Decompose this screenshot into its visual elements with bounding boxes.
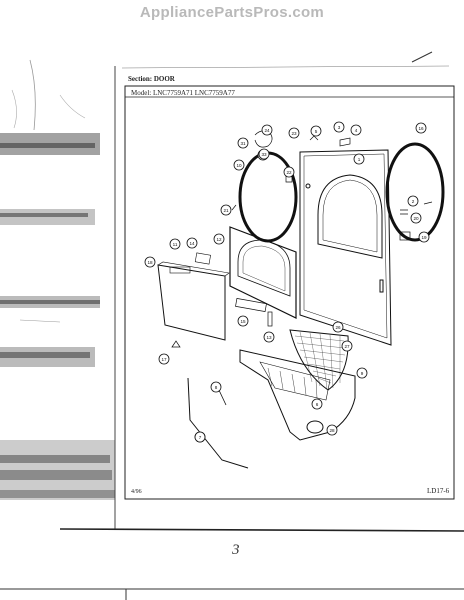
callout-6: 6 — [316, 402, 319, 407]
site-watermark: AppliancePartsPros.com — [139, 4, 325, 21]
page-code: LD17-6 — [427, 487, 450, 495]
window-ring — [238, 151, 298, 243]
part-callouts — [144, 121, 430, 443]
callout-12: 12 — [216, 237, 222, 242]
model-label: Model: LNC7759A71 LNC7759A77 — [131, 89, 235, 97]
date-label: 4/96 — [131, 489, 142, 495]
door-panel — [299, 149, 392, 346]
outer-panel — [157, 252, 230, 341]
callout-1: 1 — [358, 157, 361, 162]
scan-noise-left — [0, 133, 115, 500]
callout-13: 13 — [266, 335, 272, 340]
callout-11: 11 — [173, 242, 178, 247]
callout-19: 19 — [421, 235, 427, 240]
callout-2: 2 — [412, 199, 415, 204]
callout-18: 18 — [147, 260, 153, 265]
callout-4: 4 — [355, 128, 358, 133]
callout-14: 14 — [189, 241, 195, 246]
callout-20: 20 — [413, 216, 419, 221]
callout-23: 23 — [291, 131, 297, 136]
callout-24: 24 — [264, 128, 270, 133]
callout-21: 21 — [223, 208, 229, 213]
callout-3: 3 — [338, 125, 341, 130]
callout-9: 9 — [361, 371, 364, 376]
callout-5: 5 — [315, 129, 318, 134]
callout-22: 22 — [286, 170, 292, 175]
section-label: Section: DOOR — [128, 75, 175, 83]
callout-7: 7 — [199, 435, 202, 440]
callout-10: 10 — [236, 163, 242, 168]
lint-screen — [289, 329, 349, 391]
callout-17: 17 — [161, 357, 167, 362]
callout-15: 15 — [240, 319, 246, 324]
callout-26: 26 — [335, 325, 341, 330]
callout-8: 8 — [215, 385, 218, 390]
callout-16: 16 — [418, 126, 424, 131]
handwritten-page-number: 3 — [232, 542, 240, 558]
callout-28: 28 — [329, 428, 335, 433]
door-shell — [239, 349, 356, 441]
wire-harness — [187, 377, 249, 469]
callout-27: 27 — [344, 344, 350, 349]
door-gasket-ring — [385, 142, 445, 242]
part-callout-labels: 1 7 3 5 6 8 9 10 11 12 13 14 15 16 17 18… — [147, 125, 427, 440]
callout-31: 31 — [240, 141, 246, 146]
callout-33: 33 — [261, 152, 267, 157]
inner-door — [229, 226, 297, 319]
